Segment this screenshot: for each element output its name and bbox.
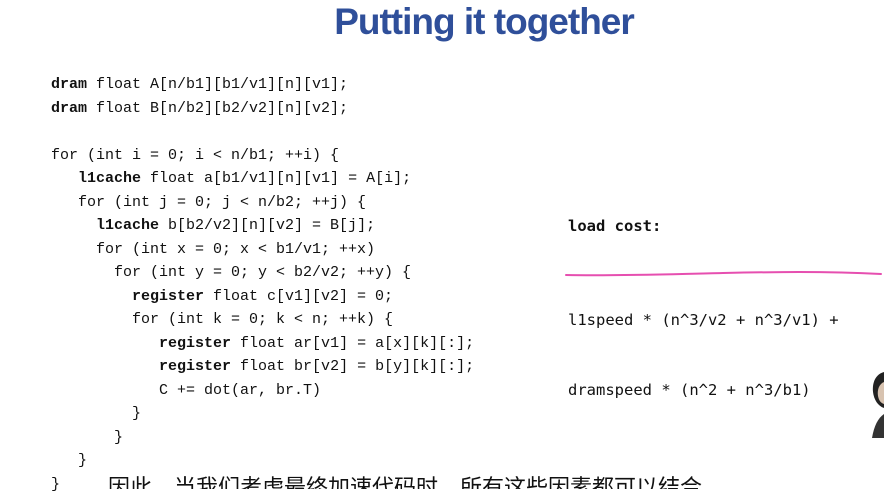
code-text xyxy=(51,217,96,234)
code-line: register float br[v2] = b[y][k][:]; xyxy=(51,355,474,379)
code-keyword: l1cache xyxy=(78,170,141,187)
code-keyword: dram xyxy=(51,100,87,117)
code-line: register float c[v1][v2] = 0; xyxy=(51,285,474,309)
code-text: } xyxy=(51,429,123,446)
video-subtitle: 因此，当我们考虑最终加速代码时，所有这些因素都可以结合 xyxy=(108,474,884,489)
code-line: for (int y = 0; y < b2/v2; ++y) { xyxy=(51,261,474,285)
code-keyword: register xyxy=(159,335,231,352)
load-cost-line-2: dramspeed * (n^2 + n^3/b1) xyxy=(568,379,884,403)
code-keyword: register xyxy=(132,288,204,305)
code-line: register float ar[v1] = a[x][k][:]; xyxy=(51,332,474,356)
slide-title: Putting it together xyxy=(0,0,884,44)
code-line: C += dot(ar, br.T) xyxy=(51,379,474,403)
code-line: dram float A[n/b1][b1/v1][n][v1]; xyxy=(51,73,474,97)
code-text: float ar[v1] = a[x][k][:]; xyxy=(231,335,474,352)
load-cost-header: load cost: xyxy=(568,215,884,239)
load-cost-panel: load cost: l1speed * (n^3/v2 + n^3/v1) +… xyxy=(568,168,884,426)
code-text: float br[v2] = b[y][k][:]; xyxy=(231,358,474,375)
code-keyword: l1cache xyxy=(96,217,159,234)
code-line: for (int x = 0; x < b1/v1; ++x) xyxy=(51,238,474,262)
code-text: for (int x = 0; x < b1/v1; ++x) xyxy=(51,241,375,258)
code-keyword: register xyxy=(159,358,231,375)
code-keyword: dram xyxy=(51,76,87,93)
code-line: l1cache b[b2/v2][n][v2] = B[j]; xyxy=(51,214,474,238)
code-text: C += dot(ar, br.T) xyxy=(51,382,321,399)
code-line: } xyxy=(51,402,474,426)
code-line: l1cache float a[b1/v1][n][v1] = A[i]; xyxy=(51,167,474,191)
code-text xyxy=(51,335,159,352)
code-line xyxy=(51,120,474,144)
code-text: for (int y = 0; y < b2/v2; ++y) { xyxy=(51,264,411,281)
code-text xyxy=(51,288,132,305)
code-text: } xyxy=(51,476,60,493)
code-line: dram float B[n/b2][b2/v2][n][v2]; xyxy=(51,97,474,121)
code-text xyxy=(51,170,78,187)
code-line: } xyxy=(51,426,474,450)
load-cost-line-1: l1speed * (n^3/v2 + n^3/v1) + xyxy=(568,309,884,333)
code-text: for (int k = 0; k < n; ++k) { xyxy=(51,311,393,328)
code-line: for (int i = 0; i < n/b1; ++i) { xyxy=(51,144,474,168)
code-text: for (int i = 0; i < n/b1; ++i) { xyxy=(51,147,339,164)
code-text: } xyxy=(51,405,141,422)
code-text: for (int j = 0; j < n/b2; ++j) { xyxy=(51,194,366,211)
code-text: float a[b1/v1][n][v1] = A[i]; xyxy=(141,170,411,187)
pink-underline-annotation xyxy=(563,265,884,281)
presenter-avatar-icon xyxy=(866,368,884,438)
code-text: float A[n/b1][b1/v1][n][v1]; xyxy=(87,76,348,93)
code-line: } xyxy=(51,449,474,473)
code-line: for (int j = 0; j < n/b2; ++j) { xyxy=(51,191,474,215)
code-text xyxy=(51,358,159,375)
code-text: b[b2/v2][n][v2] = B[j]; xyxy=(159,217,375,234)
code-block: dram float A[n/b1][b1/v1][n][v1];dram fl… xyxy=(51,73,474,496)
code-text: float B[n/b2][b2/v2][n][v2]; xyxy=(87,100,348,117)
code-text: } xyxy=(51,452,87,469)
code-line: for (int k = 0; k < n; ++k) { xyxy=(51,308,474,332)
code-text: float c[v1][v2] = 0; xyxy=(204,288,393,305)
